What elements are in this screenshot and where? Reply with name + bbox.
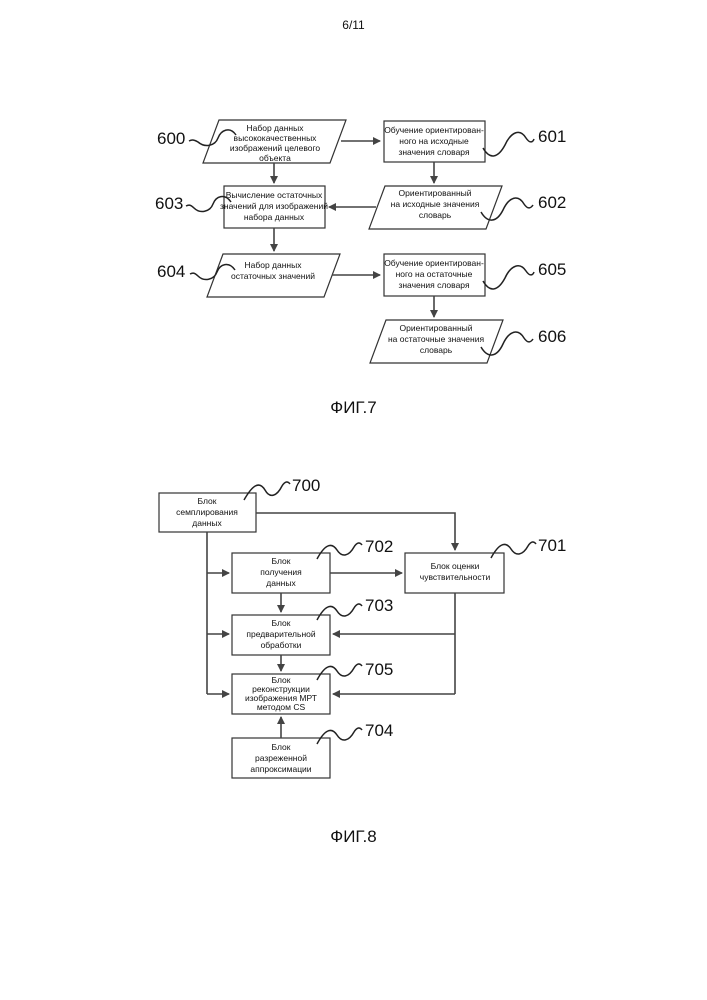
node-606-line-3: словарь bbox=[420, 345, 453, 355]
node-604-residual-dataset: Набор данных остаточных значений bbox=[207, 254, 340, 297]
node-705-line-4: методом CS bbox=[257, 702, 306, 712]
node-703-preprocessing-block: Блок предварительной обработки bbox=[232, 615, 330, 655]
ref-702: 702 bbox=[365, 537, 393, 556]
ref-602: 602 bbox=[538, 193, 566, 212]
node-604-line-1: Набор данных bbox=[245, 260, 303, 270]
node-700-line-3: данных bbox=[192, 518, 222, 528]
node-606-line-2: на остаточные значения bbox=[388, 334, 484, 344]
node-605-line-2: ного на остаточные bbox=[396, 269, 473, 279]
node-700-sampling-block: Блок семплирования данных bbox=[159, 493, 256, 532]
node-604-line-2: остаточных значений bbox=[231, 271, 315, 281]
node-601-line-3: значения словаря bbox=[398, 147, 470, 157]
fig7-diagram: Набор данных высококачественных изображе… bbox=[155, 120, 566, 363]
fig7-caption: ФИГ.7 bbox=[0, 398, 707, 418]
ref-705: 705 bbox=[365, 660, 393, 679]
node-606-line-1: Ориентированный bbox=[400, 323, 473, 333]
ref-601: 601 bbox=[538, 127, 566, 146]
node-701-line-2: чувствительности bbox=[420, 572, 491, 582]
node-605-line-3: значения словаря bbox=[398, 280, 470, 290]
node-700-line-1: Блок bbox=[198, 496, 217, 506]
ref-601-leader bbox=[483, 132, 534, 156]
node-603-line-1: Вычисление остаточных bbox=[226, 190, 323, 200]
node-704-line-3: аппроксимации bbox=[250, 764, 311, 774]
node-600-line-1: Набор данных bbox=[247, 123, 305, 133]
node-701-line-1: Блок оценки bbox=[431, 561, 480, 571]
fig8-diagram: Блок семплирования данных 700 Блок оценк… bbox=[159, 476, 566, 778]
node-603-compute-residuals: Вычисление остаточных значений для изобр… bbox=[220, 186, 328, 228]
node-603-line-2: значений для изображений bbox=[220, 201, 328, 211]
node-602-initial-dictionary: Ориентированный на исходные значения сло… bbox=[369, 186, 502, 229]
ref-703: 703 bbox=[365, 596, 393, 615]
ref-701: 701 bbox=[538, 536, 566, 555]
node-703-line-1: Блок bbox=[272, 618, 291, 628]
node-600-line-2: высококачественных bbox=[234, 133, 318, 143]
ref-604: 604 bbox=[157, 262, 185, 281]
ref-605-leader bbox=[483, 266, 534, 289]
node-704-line-1: Блок bbox=[272, 742, 291, 752]
ref-704: 704 bbox=[365, 721, 393, 740]
node-702-line-2: получения bbox=[260, 567, 302, 577]
ref-606: 606 bbox=[538, 327, 566, 346]
ref-603: 603 bbox=[155, 194, 183, 213]
node-601-line-1: Обучение ориентирован- bbox=[384, 125, 484, 135]
node-704-line-2: разреженной bbox=[255, 753, 307, 763]
node-600-dataset-hq-images: Набор данных высококачественных изображе… bbox=[203, 120, 346, 163]
node-702-acquisition-block: Блок получения данных bbox=[232, 553, 330, 593]
node-601-train-initial-dictionary: Обучение ориентирован- ного на исходные … bbox=[384, 121, 485, 162]
node-600-line-4: объекта bbox=[259, 153, 291, 163]
node-700-line-2: семплирования bbox=[176, 507, 238, 517]
node-601-line-2: ного на исходные bbox=[399, 136, 469, 146]
node-605-train-residual-dictionary: Обучение ориентирован- ного на остаточны… bbox=[384, 254, 485, 296]
node-701-sensitivity-block: Блок оценки чувствительности bbox=[405, 553, 504, 593]
ref-605: 605 bbox=[538, 260, 566, 279]
fig8-caption: ФИГ.8 bbox=[0, 827, 707, 847]
node-602-line-1: Ориентированный bbox=[399, 188, 472, 198]
node-702-line-1: Блок bbox=[272, 556, 291, 566]
node-602-line-3: словарь bbox=[419, 210, 452, 220]
node-605-line-1: Обучение ориентирован- bbox=[384, 258, 484, 268]
node-606-residual-dictionary: Ориентированный на остаточные значения с… bbox=[370, 320, 503, 363]
node-603-line-3: набора данных bbox=[244, 212, 305, 222]
ref-600: 600 bbox=[157, 129, 185, 148]
node-600-line-3: изображений целевого bbox=[230, 143, 321, 153]
node-704-sparse-approx-block: Блок разреженной аппроксимации bbox=[232, 738, 330, 778]
node-703-line-2: предварительной bbox=[246, 629, 316, 639]
node-703-line-3: обработки bbox=[261, 640, 302, 650]
ref-700: 700 bbox=[292, 476, 320, 495]
node-702-line-3: данных bbox=[266, 578, 296, 588]
node-602-line-2: на исходные значения bbox=[391, 199, 480, 209]
node-705-reconstruction-block: Блок реконструкции изображения МРТ метод… bbox=[232, 674, 330, 714]
